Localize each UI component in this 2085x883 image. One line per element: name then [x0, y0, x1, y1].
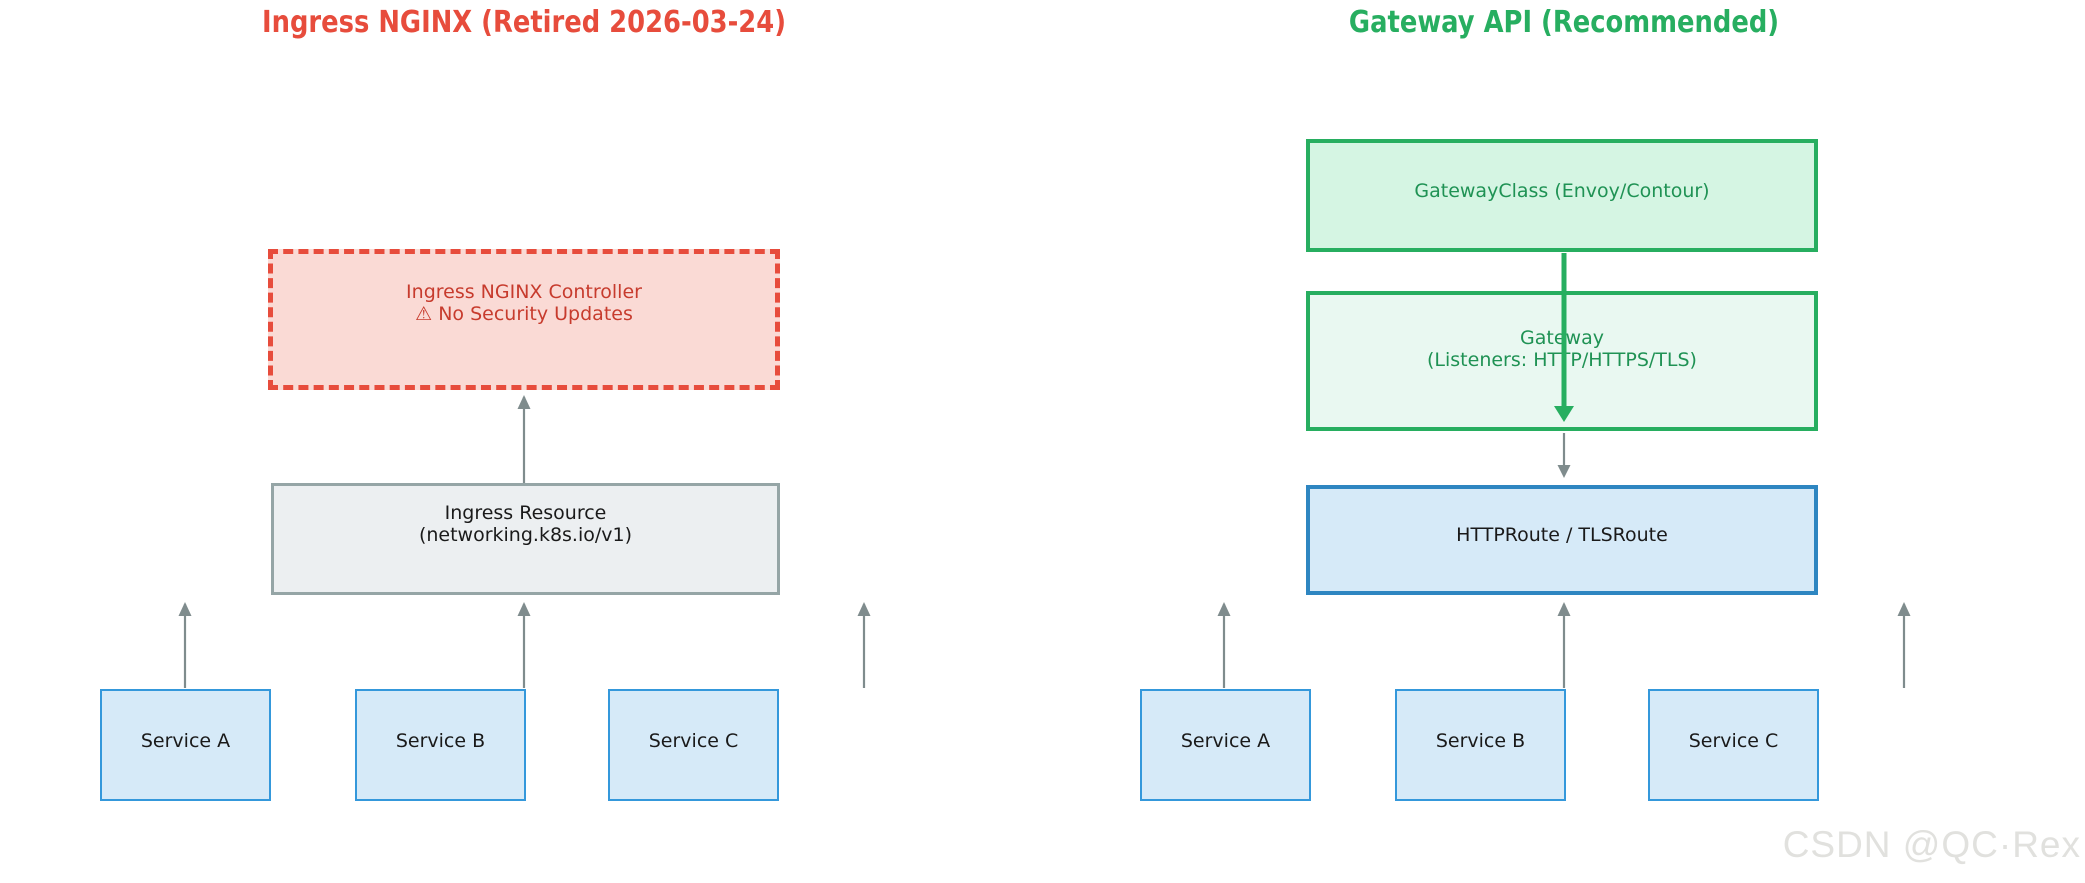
gateway-box: Gateway (Listeners: HTTP/HTTPS/TLS): [1306, 291, 1818, 431]
left-service-b-box: Service B: [355, 689, 526, 801]
gateway-box-line1: Gateway: [1520, 327, 1604, 349]
watermark: CSDN @QC·Rex: [1782, 824, 2081, 865]
arrow-left-service-a-up: [178, 602, 192, 688]
resource-box-line2: (networking.k8s.io/v1): [418, 524, 633, 546]
arrow-resource-to-controller: [517, 395, 531, 483]
right-service-a-box: Service A: [1140, 689, 1311, 801]
service-label: Service C: [1688, 730, 1779, 752]
service-label: Service C: [648, 730, 739, 752]
warning-icon: ⚠: [415, 302, 439, 325]
service-label: Service A: [140, 730, 231, 752]
right-panel-title: Gateway API (Recommended): [1348, 5, 1780, 40]
right-service-b-box: Service B: [1395, 689, 1566, 801]
controller-warning-text: No Security Updates: [438, 302, 633, 325]
arrow-left-service-b-up: [517, 602, 531, 688]
left-service-a-box: Service A: [100, 689, 271, 801]
service-label: Service A: [1180, 730, 1271, 752]
arrow-right-service-a-up: [1217, 602, 1231, 688]
arrow-right-service-b-up: [1557, 602, 1571, 688]
gateway-box-line2: (Listeners: HTTP/HTTPS/TLS): [1427, 349, 1697, 371]
right-service-c-box: Service C: [1648, 689, 1819, 801]
left-panel-title: Ingress NGINX (Retired 2026-03-24): [261, 5, 787, 40]
arrow-right-service-c-up: [1897, 602, 1911, 688]
resource-box-line1: Ingress Resource: [444, 502, 607, 524]
ingress-controller-box: Ingress NGINX Controller ⚠ No Security U…: [268, 249, 780, 390]
service-label: Service B: [1435, 730, 1526, 752]
httproute-label: HTTPRoute / TLSRoute: [1456, 524, 1668, 546]
gatewayclass-label: GatewayClass (Envoy/Contour): [1414, 179, 1710, 202]
left-service-c-box: Service C: [608, 689, 779, 801]
service-label: Service B: [395, 730, 486, 752]
arrow-left-service-c-up: [857, 602, 871, 688]
arrow-gateway-to-httproute: [1557, 433, 1571, 478]
controller-box-line2: ⚠ No Security Updates: [415, 303, 633, 325]
controller-box-line1: Ingress NGINX Controller: [406, 280, 642, 303]
httproute-box: HTTPRoute / TLSRoute: [1306, 485, 1818, 595]
gatewayclass-box: GatewayClass (Envoy/Contour): [1306, 139, 1818, 252]
ingress-resource-box: Ingress Resource (networking.k8s.io/v1): [271, 483, 780, 595]
